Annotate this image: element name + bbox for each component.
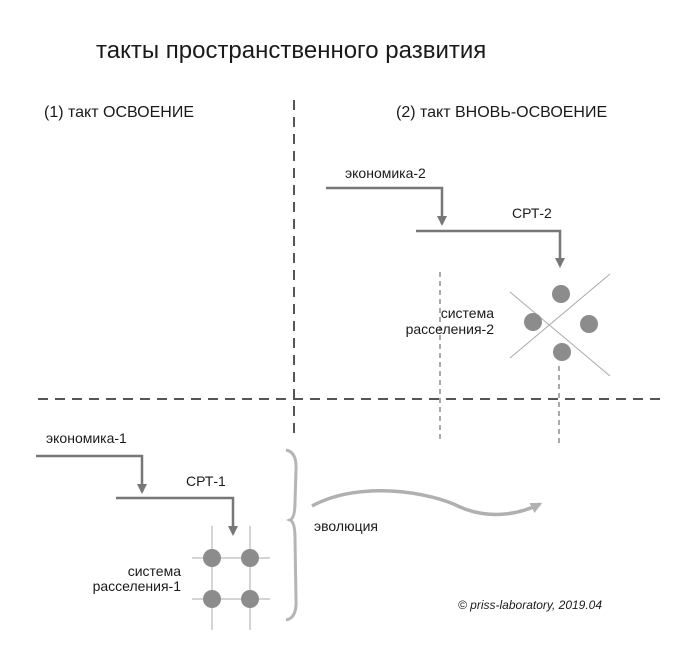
cpt-2-arrow bbox=[416, 229, 565, 268]
settlement-2-node-top bbox=[552, 285, 570, 303]
phase-1-label: (1) такт ОСВОЕНИЕ bbox=[44, 104, 194, 121]
settlement-2-node-bottom bbox=[553, 343, 571, 361]
settlement-1-network bbox=[192, 526, 270, 630]
diagram-title: такты пространственного развития bbox=[96, 37, 486, 64]
economy-2-label: экономика-2 bbox=[345, 165, 426, 181]
settlement-2-network bbox=[509, 273, 611, 377]
settlement-1-label-line1: система bbox=[128, 563, 181, 579]
settlement-2-label-line2: расселения-2 bbox=[406, 321, 495, 337]
phase-2-label: (2) такт ВНОВЬ-ОСВОЕНИЕ bbox=[396, 104, 607, 121]
settlement-2-node-left bbox=[524, 313, 542, 331]
economy-1-arrow bbox=[36, 454, 147, 494]
curly-brace bbox=[285, 448, 298, 622]
cpt-1-arrow bbox=[116, 496, 238, 536]
network-2-diagonal-a bbox=[509, 291, 611, 377]
network-2-diagonal-b bbox=[509, 273, 611, 359]
settlement-1-node-bl bbox=[203, 590, 221, 608]
copyright-text: © priss-laboratory, 2019.04 bbox=[458, 598, 602, 612]
settlement-1-node-tl bbox=[203, 549, 221, 567]
settlement-1-node-tr bbox=[241, 549, 259, 567]
settlement-2-label-line1: система bbox=[441, 305, 494, 321]
evolution-label: эволюция bbox=[314, 518, 378, 534]
settlement-1-node-br bbox=[241, 590, 259, 608]
economy-2-arrow bbox=[326, 186, 447, 226]
settlement-2-node-right bbox=[580, 315, 598, 333]
cpt-2-label: СРТ-2 bbox=[512, 205, 552, 221]
economy-1-label: экономика-1 bbox=[46, 430, 127, 446]
settlement-1-label-line2: расселения-1 bbox=[93, 578, 182, 594]
cpt-1-label: СРТ-1 bbox=[186, 473, 226, 489]
evolution-arrow bbox=[311, 489, 543, 517]
